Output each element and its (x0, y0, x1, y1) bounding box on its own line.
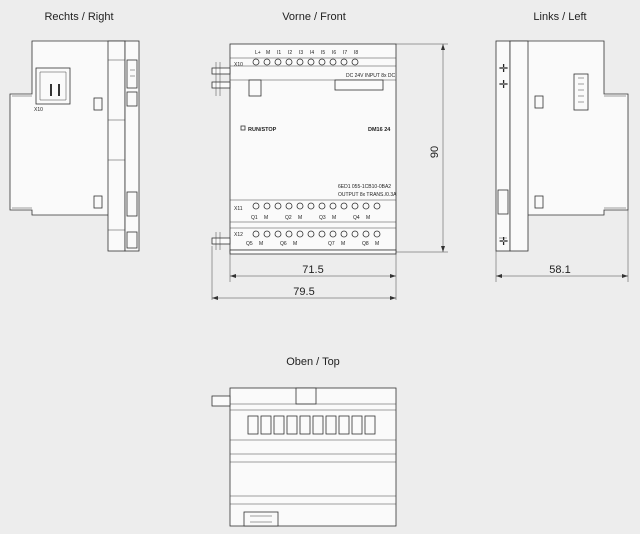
label-output: OUTPUT 8x TRANS./0.3A (338, 192, 397, 198)
svg-text:I7: I7 (343, 50, 347, 56)
dimension-lines-left: 58.1 (495, 210, 629, 282)
plus-marker-1: ✛ (499, 63, 508, 75)
title-front-view: Vorne / Front (282, 11, 346, 23)
label-x12: X12 (234, 232, 243, 238)
svg-text:L+: L+ (255, 50, 261, 56)
right-small-mark: X10 (34, 107, 43, 113)
svg-text:M: M (266, 50, 270, 56)
svg-text:Q7: Q7 (328, 241, 335, 247)
dim-height: 90 (429, 146, 441, 158)
title-top-view: Oben / Top (286, 356, 340, 368)
svg-text:M: M (332, 215, 336, 221)
svg-text:M: M (375, 241, 379, 247)
right-side-view: X10 (9, 40, 140, 252)
svg-text:I8: I8 (354, 50, 358, 56)
module-body (229, 43, 397, 253)
label-x10: X10 (234, 62, 243, 68)
svg-text:Q1: Q1 (251, 215, 258, 221)
svg-text:I2: I2 (288, 50, 292, 56)
dim-width-total: 79.5 (293, 286, 314, 298)
svg-text:I4: I4 (310, 50, 314, 56)
label-run-stop: RUN/STOP (248, 127, 277, 133)
svg-text:Q8: Q8 (362, 241, 369, 247)
plus-marker-2: ✛ (499, 79, 508, 91)
label-input: DC 24V INPUT 8x DC (346, 73, 395, 79)
svg-text:M: M (298, 215, 302, 221)
title-left-view: Links / Left (533, 11, 586, 23)
row2-screw-terminals (252, 230, 381, 238)
top-view (211, 387, 397, 527)
svg-text:Q4: Q4 (353, 215, 360, 221)
svg-text:M: M (341, 241, 345, 247)
svg-text:Q3: Q3 (319, 215, 326, 221)
dimension-lines-front: 90 71.5 79.5 (211, 43, 448, 300)
svg-text:I3: I3 (299, 50, 303, 56)
plus-marker-3: ✛ (499, 236, 508, 248)
top-screw-terminals (252, 58, 359, 66)
top-view-terminal-slots (247, 415, 376, 435)
row1-terminal-labels: Q1 M Q2 M Q3 M Q4 M (251, 215, 370, 221)
svg-text:I1: I1 (277, 50, 281, 56)
front-view: X10 L+ M I1 I2 I3 I4 I5 I6 I7 I8 DC 24V … (211, 43, 397, 255)
svg-text:M: M (366, 215, 370, 221)
svg-text:M: M (293, 241, 297, 247)
svg-text:I5: I5 (321, 50, 325, 56)
left-side-view: ✛ ✛ ✛ (495, 40, 629, 252)
row1-screw-terminals (252, 202, 381, 210)
label-part-number: 6ED1 055-1CB10-0BA2 (338, 184, 391, 190)
dim-width-body: 71.5 (302, 264, 323, 276)
dim-depth: 58.1 (549, 264, 570, 276)
svg-text:M: M (259, 241, 263, 247)
svg-text:Q2: Q2 (285, 215, 292, 221)
top-terminal-labels: L+ M I1 I2 I3 I4 I5 I6 I7 I8 (255, 50, 358, 56)
title-right-view: Rechts / Right (44, 11, 113, 23)
label-model: DM16 24 (368, 127, 391, 133)
svg-text:M: M (264, 215, 268, 221)
svg-text:I6: I6 (332, 50, 336, 56)
svg-text:Q5: Q5 (246, 241, 253, 247)
label-x11: X11 (234, 206, 243, 212)
svg-text:Q6: Q6 (280, 241, 287, 247)
row2-terminal-labels: Q5 M Q6 M Q7 M Q8 M (246, 241, 379, 247)
